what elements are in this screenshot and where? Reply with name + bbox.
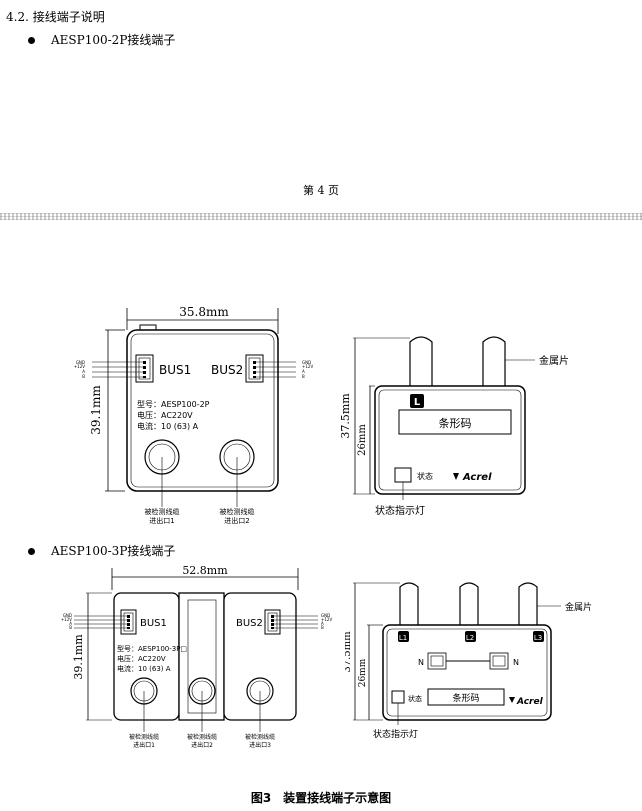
pin-label: GND	[76, 360, 85, 365]
port2-label: 进出口2	[191, 741, 213, 749]
bullet-label: AESP100-2P接线端子	[51, 33, 176, 47]
bullet-dot-icon	[28, 548, 35, 555]
pin-label: +12V	[61, 617, 72, 622]
brand-logo-icon	[509, 697, 515, 703]
inner-dimension: 26mm	[358, 658, 368, 687]
figure-3p-front: 52.8mm 39.1mm GND +12V A B BUS1 GND +12V…	[61, 564, 333, 749]
figure-caption: 图3 装置接线端子示意图	[250, 791, 392, 805]
bus1-label: BUS1	[140, 618, 167, 629]
figure-2p-front: 35.8mm 39.1mm GND +12V A B BUS1 GND +12V…	[74, 305, 314, 525]
port1-label: 进出口1	[149, 516, 174, 525]
port2-label: 被检测线缆	[187, 733, 217, 741]
inner-dimension: 26mm	[357, 424, 368, 456]
pin-label: B	[69, 625, 72, 630]
current-text: 电流：10 (63) A	[117, 664, 171, 673]
pin-label: +12V	[302, 364, 313, 369]
pin-label: A	[69, 621, 72, 626]
pin-label: +12V	[74, 364, 85, 369]
page-separator	[0, 213, 642, 220]
brand-logo: Acrel	[462, 472, 492, 483]
pin-label: +12V	[321, 617, 332, 622]
barcode-label: 条形码	[452, 692, 479, 704]
height-dimension: 39.1mm	[72, 634, 85, 680]
bus2-label: BUS2	[211, 363, 243, 377]
status-text: 状态	[417, 471, 433, 481]
brand-logo: Acrel	[516, 697, 544, 707]
section-heading: 4.2. 接线端子说明	[6, 10, 105, 24]
status-text: 状态	[408, 694, 422, 703]
pin-label: A	[321, 621, 324, 626]
pin-label: GND	[302, 360, 311, 365]
figure-3p-side: 金属片 L1 L2 L3 N N 状态 条形码 Acrel 37.5mm 26m…	[345, 582, 592, 740]
bus2-label: BUS2	[236, 618, 263, 629]
page-number: 第 4 页	[303, 184, 339, 197]
port2-label: 进出口2	[224, 516, 249, 525]
barcode-label: 条形码	[439, 416, 472, 430]
brand-logo-icon	[453, 473, 459, 480]
terminal-l3-label: L3	[534, 634, 542, 642]
port3-label: 被检测线缆	[245, 733, 275, 741]
indicator-label: 状态指示灯	[375, 504, 425, 517]
pin-label: GND	[321, 613, 330, 618]
indicator-label: 状态指示灯	[373, 728, 418, 740]
port1-label: 被检测线缆	[145, 507, 180, 516]
current-text: 电流：10 (63) A	[137, 421, 199, 431]
neutral-label: N	[418, 658, 424, 667]
model-text: 型号：AESP100-2P	[137, 400, 210, 409]
pin-label: B	[321, 625, 324, 630]
metal-label: 金属片	[539, 354, 569, 367]
metal-label: 金属片	[565, 601, 592, 613]
voltage-text: 电压：AC220V	[117, 654, 166, 663]
bullet-item-3p: AESP100-3P接线端子	[28, 542, 175, 559]
pin-label: A	[82, 369, 85, 374]
bullet-dot-icon	[28, 37, 35, 44]
neutral-label: N	[513, 658, 519, 667]
width-dimension: 52.8mm	[182, 564, 228, 577]
bullet-item-2p: AESP100-2P接线端子	[28, 31, 175, 48]
voltage-text: 电压：AC220V	[137, 410, 193, 420]
pin-label: B	[302, 374, 305, 379]
port1-label: 进出口1	[133, 741, 155, 749]
terminal-l1-label: L1	[399, 634, 407, 642]
bullet-label: AESP100-3P接线端子	[51, 544, 176, 558]
bus1-label: BUS1	[159, 363, 191, 377]
pin-label: B	[82, 374, 85, 379]
terminal-l-label: L	[414, 397, 421, 408]
port3-label: 进出口3	[249, 741, 271, 749]
terminal-l2-label: L2	[466, 634, 474, 642]
figure-2p-side: 金属片 L 条形码 状态 Acrel 37.5mm 26mm 状态指示灯	[339, 336, 569, 517]
height-dimension: 37.5mm	[345, 631, 353, 673]
height-dimension: 37.5mm	[339, 393, 352, 439]
pin-label: GND	[63, 613, 72, 618]
width-dimension: 35.8mm	[179, 305, 229, 319]
model-text: 型号：AESP100-3P□	[117, 644, 187, 653]
port1-label: 被检测线缆	[129, 733, 159, 741]
pin-label: A	[302, 369, 305, 374]
port2-label: 被检测线缆	[220, 507, 255, 516]
height-dimension: 39.1mm	[89, 385, 103, 435]
